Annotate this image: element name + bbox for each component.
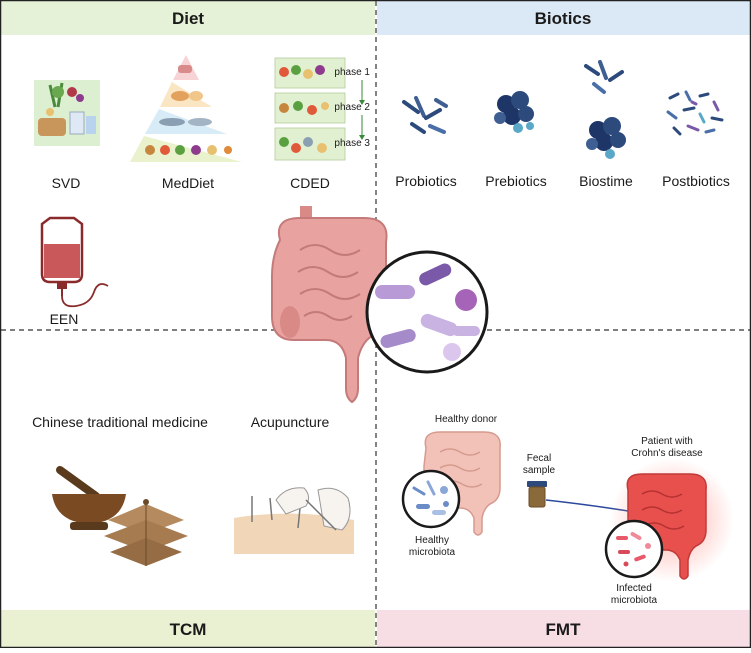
fmt-healthy-microbiota-line-1: Healthy [415,535,449,546]
fmt-infected-microbiota-line-1: Infected [616,583,652,594]
postbiotics-icon [666,90,724,136]
svd-illustration [34,80,100,146]
cded-phases: phase 1 phase 2 phase 3 [274,57,370,161]
microbiota-magnifier [365,250,489,374]
diet-title: Diet [172,9,204,28]
meddiet-pyramid [130,55,242,162]
infected-microbiota-lens [604,519,664,579]
diet-label-meddiet: MedDiet [162,175,214,191]
biotics-label-postbiotics: Postbiotics [662,173,730,189]
biotics-header-band [377,1,750,35]
diet-label-een: EEN [50,311,79,327]
fmt-patient-line-2: Crohn's disease [631,448,703,459]
probiotics-icon [402,96,448,134]
fmt-patient-line-1: Patient with [641,436,693,447]
cded-phase-2: phase 2 [334,102,370,113]
cded-phase-3: phase 3 [334,138,370,149]
herbal-packages-icon [104,499,188,566]
fmt-header-band [377,610,750,647]
diet-label-cded: CDED [290,175,330,191]
een-feeding-bag-icon [40,216,109,308]
fecal-sample-jar-icon [527,481,547,508]
biotics-label-prebiotics: Prebiotics [485,173,546,189]
biotics-title: Biotics [535,9,592,28]
tcm-label-acupuncture: Acupuncture [251,414,330,430]
fmt-healthy-microbiota-line-2: microbiota [409,547,456,558]
diet-label-svd: SVD [52,175,81,191]
biotics-label-probiotics: Probiotics [395,173,456,189]
fmt-infected-microbiota-line-2: microbiota [611,595,658,606]
acupuncture-illustration [234,487,354,554]
fmt-healthy-donor: Healthy donor [435,414,498,425]
diet-header-band [1,1,375,35]
mortar-pestle-icon [52,466,126,530]
prebiotics-icon [494,91,534,133]
intestine-illustration [271,206,388,404]
fmt-title: FMT [546,620,582,639]
fmt-fecal-sample-line-1: Fecal [527,453,551,464]
fmt-fecal-sample-line-2: sample [523,465,556,476]
tcm-label-chinese-traditional-medicine: Chinese traditional medicine [32,414,208,430]
biotics-label-biostime: Biostime [579,173,633,189]
cded-phase-1: phase 1 [334,67,370,78]
biostime-icon [584,60,626,159]
tcm-title: TCM [170,620,207,639]
healthy-microbiota-lens [401,469,461,529]
tcm-header-band [1,610,375,647]
